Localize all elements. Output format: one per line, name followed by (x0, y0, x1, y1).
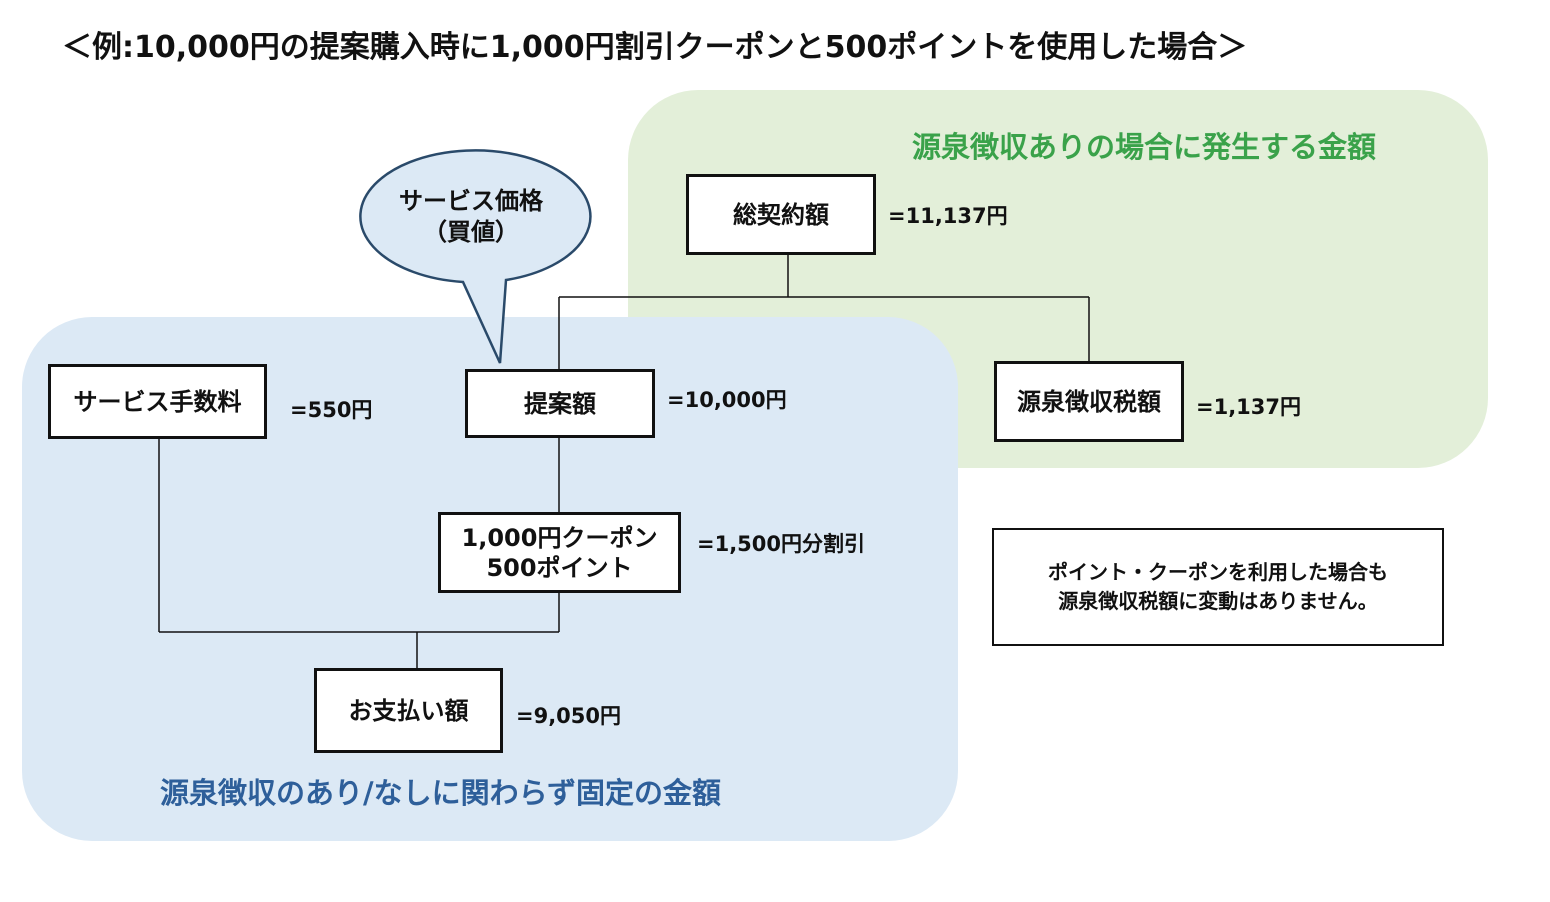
node-proposal-label: 提案額 (524, 389, 596, 418)
value-proposal: =10,000円 (667, 388, 787, 412)
node-withholding-tax-label: 源泉徴収税額 (1017, 387, 1161, 416)
speech-bubble (359, 149, 592, 364)
value-service-fee: =550円 (290, 398, 373, 422)
node-service-fee-label: サービス手数料 (73, 387, 242, 416)
node-discount-line-2: 500ポイント (486, 553, 633, 582)
value-payment: =9,050円 (516, 704, 622, 728)
node-discount: 1,000円クーポン 500ポイント (438, 512, 681, 593)
node-total-contract-label: 総契約額 (733, 200, 829, 229)
value-discount: =1,500円分割引 (697, 532, 866, 556)
node-payment: お支払い額 (314, 668, 503, 753)
diagram-title: ＜例:10,000円の提案購入時に1,000円割引クーポンと500ポイントを使用… (62, 30, 1248, 65)
fixed-region-label: 源泉徴収のあり/なしに関わらず固定の金額 (160, 776, 722, 810)
node-service-fee: サービス手数料 (48, 364, 267, 439)
note-line-2: 源泉徴収税額に変動はありません。 (1058, 589, 1378, 613)
value-total-contract: =11,137円 (888, 204, 1008, 228)
note-line-1: ポイント・クーポンを利用した場合も (1048, 560, 1388, 584)
value-withholding-tax: =1,137円 (1196, 395, 1302, 419)
node-total-contract: 総契約額 (686, 174, 876, 255)
node-proposal: 提案額 (465, 369, 655, 438)
bubble-text: サービス価格 （買値） (360, 186, 582, 248)
note-box: ポイント・クーポンを利用した場合も 源泉徴収税額に変動はありません。 (992, 528, 1444, 646)
bubble-line-1: サービス価格 (399, 187, 543, 215)
withholding-region-label: 源泉徴収ありの場合に発生する金額 (912, 130, 1377, 164)
node-withholding-tax: 源泉徴収税額 (994, 361, 1184, 442)
node-payment-label: お支払い額 (348, 696, 469, 725)
node-discount-line-1: 1,000円クーポン (461, 523, 658, 552)
bubble-line-2: （買値） (423, 218, 519, 247)
